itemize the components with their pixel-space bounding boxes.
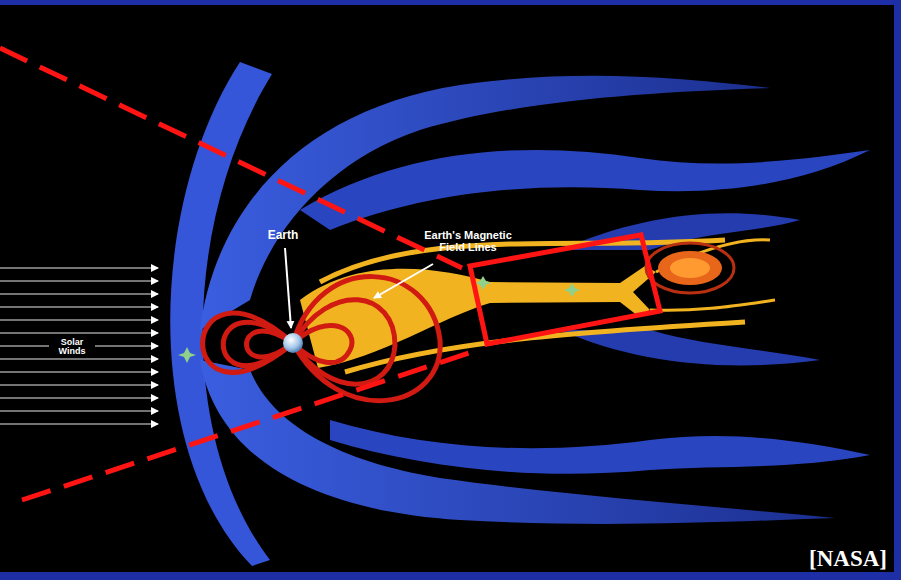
source-credit: [NASA] xyxy=(807,546,889,572)
solar-winds-label: Solar Winds xyxy=(49,337,95,358)
field-lines-label: Earth's Magnetic Field Lines xyxy=(414,229,522,254)
earth-label: Earth xyxy=(266,228,301,243)
